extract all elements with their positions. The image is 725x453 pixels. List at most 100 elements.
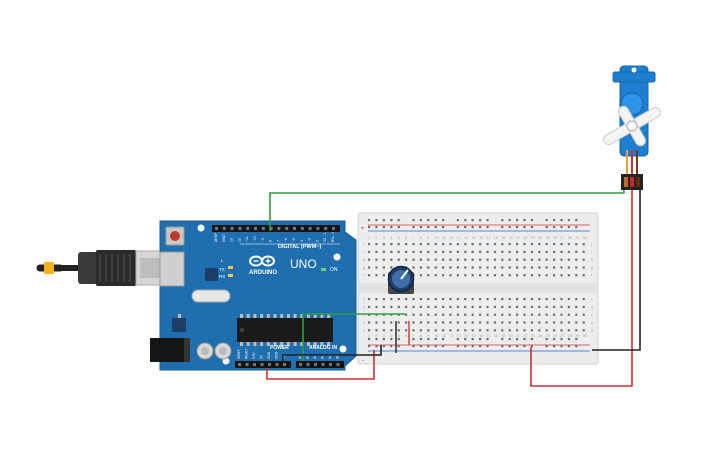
breadboard-hole[interactable] <box>368 274 371 277</box>
breadboard-hole[interactable] <box>560 250 563 253</box>
breadboard-hole[interactable] <box>530 298 533 301</box>
breadboard-hole[interactable] <box>368 321 371 324</box>
breadboard-hole[interactable] <box>390 338 393 341</box>
breadboard-hole[interactable] <box>456 274 459 277</box>
breadboard-hole[interactable] <box>456 329 459 332</box>
breadboard-hole[interactable] <box>368 329 371 332</box>
breadboard-hole[interactable] <box>508 219 511 222</box>
breadboard-hole[interactable] <box>412 258 415 261</box>
breadboard-hole[interactable] <box>427 226 430 229</box>
breadboard-hole[interactable] <box>412 226 415 229</box>
breadboard-hole[interactable] <box>397 219 400 222</box>
breadboard-hole[interactable] <box>493 250 496 253</box>
breadboard-hole[interactable] <box>390 321 393 324</box>
breadboard-hole[interactable] <box>390 345 393 348</box>
breadboard-hole[interactable] <box>479 243 482 246</box>
breadboard-hole[interactable] <box>464 258 467 261</box>
breadboard-hole[interactable] <box>390 250 393 253</box>
breadboard-hole[interactable] <box>567 329 570 332</box>
breadboard-hole[interactable] <box>567 274 570 277</box>
signal-wire-potentiometer[interactable] <box>302 313 405 361</box>
breadboard-hole[interactable] <box>456 258 459 261</box>
breadboard-hole[interactable] <box>464 243 467 246</box>
breadboard-hole[interactable] <box>501 266 504 269</box>
breadboard-hole[interactable] <box>382 329 385 332</box>
breadboard-hole[interactable] <box>508 329 511 332</box>
breadboard-hole[interactable] <box>375 226 378 229</box>
breadboard-hole[interactable] <box>575 250 578 253</box>
breadboard-hole[interactable] <box>456 345 459 348</box>
breadboard-hole[interactable] <box>427 250 430 253</box>
breadboard-hole[interactable] <box>501 274 504 277</box>
breadboard-hole[interactable] <box>427 338 430 341</box>
breadboard-hole[interactable] <box>523 298 526 301</box>
breadboard-hole[interactable] <box>530 266 533 269</box>
breadboard-hole[interactable] <box>412 321 415 324</box>
breadboard-hole[interactable] <box>405 329 408 332</box>
breadboard-hole[interactable] <box>456 305 459 308</box>
breadboard-hole[interactable] <box>560 266 563 269</box>
breadboard-hole[interactable] <box>553 298 556 301</box>
breadboard-hole[interactable] <box>405 298 408 301</box>
breadboard-hole[interactable] <box>582 313 585 316</box>
breadboard-hole[interactable] <box>434 226 437 229</box>
breadboard-hole[interactable] <box>442 258 445 261</box>
breadboard-hole[interactable] <box>553 274 556 277</box>
breadboard-hole[interactable] <box>582 250 585 253</box>
breadboard-hole[interactable] <box>375 274 378 277</box>
breadboard-hole[interactable] <box>567 250 570 253</box>
breadboard-hole[interactable] <box>464 266 467 269</box>
breadboard-hole[interactable] <box>479 226 482 229</box>
power-pin-0[interactable] <box>238 363 241 366</box>
digital-pin-3[interactable] <box>238 227 242 230</box>
breadboard-hole[interactable] <box>464 313 467 316</box>
breadboard-hole[interactable] <box>530 274 533 277</box>
breadboard-hole[interactable] <box>375 258 378 261</box>
breadboard-hole[interactable] <box>464 219 467 222</box>
digital-pin-6[interactable] <box>261 227 265 230</box>
breadboard-hole[interactable] <box>508 243 511 246</box>
breadboard-hole[interactable] <box>471 298 474 301</box>
breadboard-hole[interactable] <box>442 266 445 269</box>
power-wire-5v[interactable] <box>266 350 375 380</box>
breadboard-hole[interactable] <box>427 321 430 324</box>
breadboard-hole[interactable] <box>486 338 489 341</box>
breadboard-hole[interactable] <box>368 345 371 348</box>
breadboard-hole[interactable] <box>471 338 474 341</box>
breadboard-hole[interactable] <box>523 321 526 324</box>
breadboard-hole[interactable] <box>471 345 474 348</box>
breadboard-hole[interactable] <box>582 274 585 277</box>
breadboard-hole[interactable] <box>434 250 437 253</box>
breadboard-hole[interactable] <box>575 219 578 222</box>
breadboard-hole[interactable] <box>560 226 563 229</box>
digital-pin-9[interactable] <box>285 227 289 230</box>
breadboard-hole[interactable] <box>508 226 511 229</box>
breadboard-hole[interactable] <box>412 338 415 341</box>
breadboard-hole[interactable] <box>434 219 437 222</box>
breadboard-hole[interactable] <box>553 226 556 229</box>
breadboard-hole[interactable] <box>545 258 548 261</box>
breadboard-hole[interactable] <box>479 250 482 253</box>
breadboard-hole[interactable] <box>545 345 548 348</box>
breadboard-hole[interactable] <box>442 313 445 316</box>
breadboard-hole[interactable] <box>449 274 452 277</box>
breadboard-hole[interactable] <box>567 298 570 301</box>
breadboard-hole[interactable] <box>545 274 548 277</box>
breadboard-hole[interactable] <box>382 266 385 269</box>
digital-pin-7[interactable] <box>269 227 273 230</box>
power-jack[interactable] <box>150 338 188 362</box>
breadboard-hole[interactable] <box>523 226 526 229</box>
breadboard-hole[interactable] <box>397 321 400 324</box>
breadboard-hole[interactable] <box>486 345 489 348</box>
breadboard-hole[interactable] <box>486 329 489 332</box>
breadboard-hole[interactable] <box>390 298 393 301</box>
breadboard-hole[interactable] <box>567 226 570 229</box>
breadboard-hole[interactable] <box>582 266 585 269</box>
breadboard-hole[interactable] <box>479 321 482 324</box>
breadboard-hole[interactable] <box>516 274 519 277</box>
breadboard-hole[interactable] <box>567 243 570 246</box>
breadboard-hole[interactable] <box>434 345 437 348</box>
breadboard-hole[interactable] <box>397 338 400 341</box>
breadboard-hole[interactable] <box>501 313 504 316</box>
breadboard-hole[interactable] <box>442 321 445 324</box>
